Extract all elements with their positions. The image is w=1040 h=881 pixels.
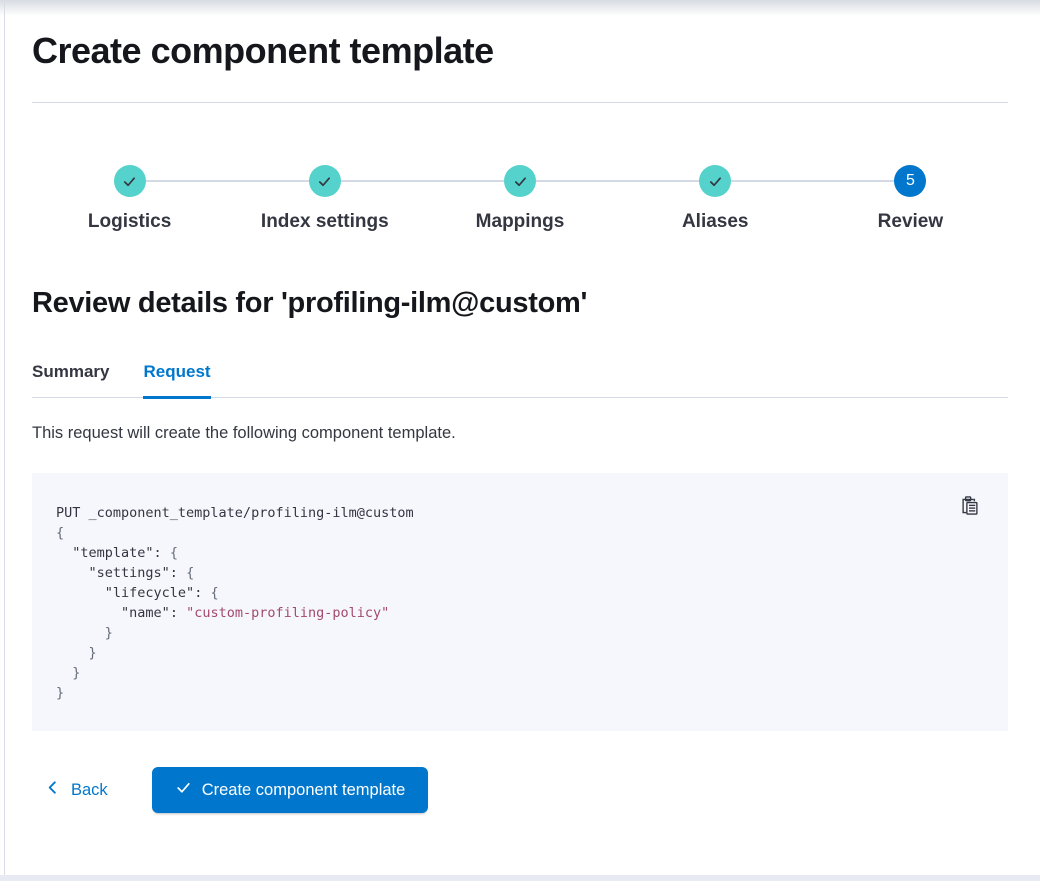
step-label: Review <box>877 211 944 232</box>
code-line: } <box>56 645 97 661</box>
step-label: Mappings <box>475 211 565 232</box>
create-component-template-page: Create component template Logistics Index… <box>32 30 1008 813</box>
step-logistics[interactable]: Logistics <box>32 165 227 233</box>
check-icon <box>317 174 332 189</box>
step-circle <box>504 165 536 197</box>
copy-clipboard-icon <box>960 496 980 518</box>
request-description: This request will create the following c… <box>32 424 456 442</box>
step-aliases[interactable]: Aliases <box>535 165 813 233</box>
tab-request[interactable]: Request <box>143 362 211 399</box>
step-circle <box>699 165 732 197</box>
code-line: "name": "custom-profiling-policy" <box>121 605 390 621</box>
code-line: "lifecycle": { <box>104 585 219 601</box>
code-line: "settings": { <box>88 565 195 581</box>
tab-summary[interactable]: Summary <box>32 362 110 381</box>
code-line: } <box>56 665 81 681</box>
back-button[interactable]: Back <box>45 780 108 800</box>
code-line: PUT _component_template/profiling-ilm@cu… <box>56 505 414 521</box>
copy-button[interactable] <box>960 495 980 515</box>
title-divider <box>32 102 1008 103</box>
code-line: } <box>56 625 113 641</box>
step-mappings[interactable]: Mappings <box>340 165 617 233</box>
bottom-page-edge <box>0 875 1040 881</box>
check-icon <box>708 174 723 189</box>
left-panel-border <box>4 0 5 881</box>
code-line: { <box>56 525 65 541</box>
step-label: Aliases <box>681 211 749 232</box>
step-circle <box>113 165 146 197</box>
check-icon <box>513 174 528 189</box>
step-circle: 5 <box>894 165 927 197</box>
code-line: } <box>56 685 65 701</box>
wizard-footer: Back Create component template <box>32 767 1008 813</box>
page-title: Create component template <box>32 30 494 71</box>
review-heading: Review details for 'profiling-ilm@custom… <box>32 287 588 319</box>
code-lines: PUT _component_template/profiling-ilm@cu… <box>56 503 948 703</box>
check-icon <box>175 779 192 801</box>
create-component-template-label: Create component template <box>201 780 406 799</box>
chevron-left-icon <box>45 780 60 800</box>
check-icon <box>122 174 137 189</box>
step-label: Index settings <box>260 211 389 232</box>
step-index-settings[interactable]: Index settings <box>145 165 422 233</box>
request-code-block: PUT _component_template/profiling-ilm@cu… <box>32 473 1008 731</box>
step-number: 5 <box>905 172 915 189</box>
create-component-template-button[interactable]: Create component template <box>151 767 429 813</box>
step-circle <box>308 165 341 197</box>
back-button-label: Back <box>71 780 108 799</box>
review-tabs: Summary Request <box>32 362 1008 399</box>
code-line: "template": { <box>72 545 178 561</box>
step-label: Logistics <box>87 211 172 232</box>
